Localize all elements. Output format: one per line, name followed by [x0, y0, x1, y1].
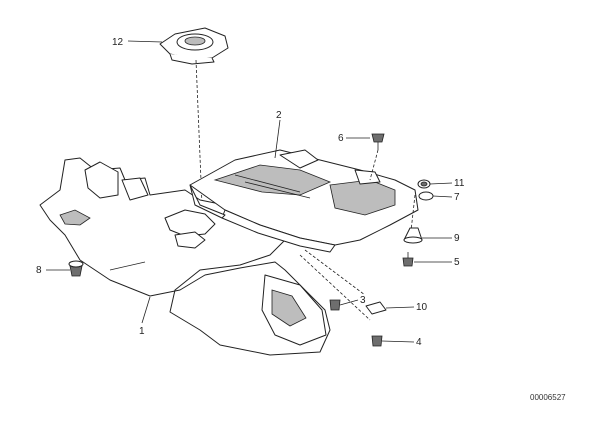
part-7-washer [418, 191, 434, 201]
part-8-clip [68, 260, 84, 277]
callout-3: 3 [360, 295, 366, 306]
callout-9: 9 [454, 233, 460, 244]
callout-6: 6 [338, 133, 344, 144]
assembly-line-3 [304, 249, 366, 296]
callout-12: 12 [112, 37, 124, 48]
assembly-line-6 [369, 149, 379, 181]
part-6-clip [371, 133, 385, 150]
callout-10: 10 [416, 302, 428, 313]
reference-number: 00006527 [530, 393, 566, 402]
callout-11: 11 [454, 178, 465, 189]
part-5-screw [402, 252, 414, 267]
callout-1: 1 [139, 326, 145, 337]
part-10-nut-clip [365, 301, 387, 315]
part-4-screw [371, 335, 383, 347]
callout-8: 8 [36, 265, 42, 276]
part-3-screw [329, 299, 341, 311]
part-9-grommet [403, 227, 423, 244]
callout-4: 4 [416, 337, 422, 348]
callout-2: 2 [276, 110, 282, 121]
part-11-nut [417, 179, 431, 189]
callout-5: 5 [454, 257, 460, 268]
callout-leaders [46, 40, 453, 343]
callout-7: 7 [454, 192, 460, 203]
assembly-line-4 [299, 254, 371, 321]
part-1-lower-shield [39, 157, 331, 356]
part-2-upper-panel [189, 149, 419, 253]
part-12-cap [159, 27, 229, 65]
